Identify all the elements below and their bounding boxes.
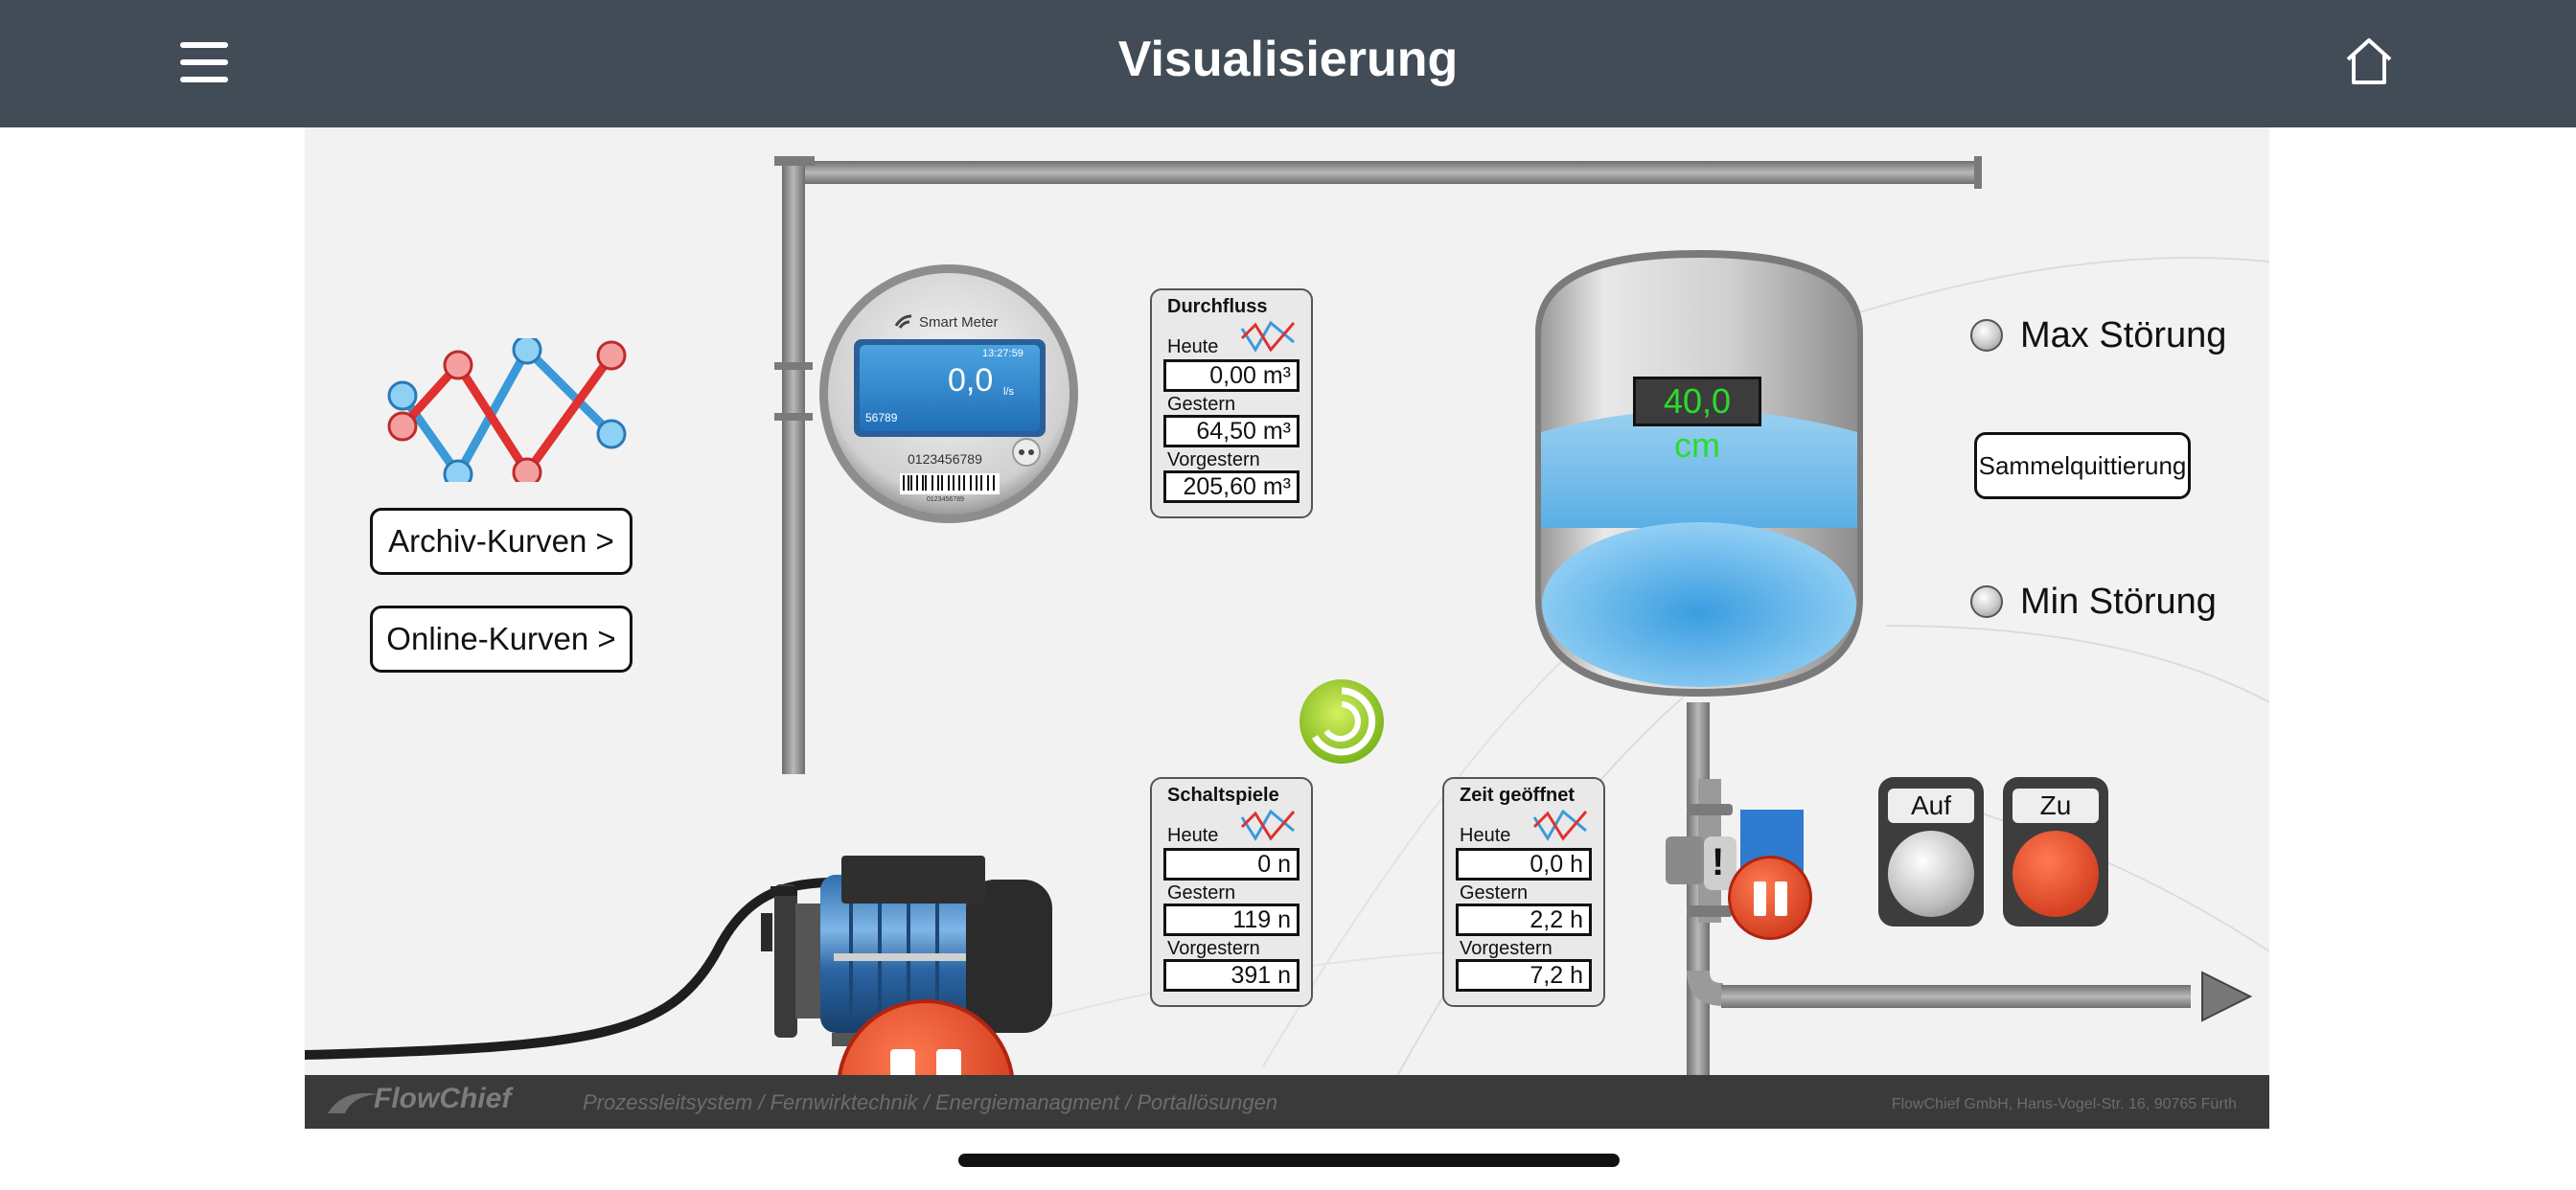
app-header: Visualisierung — [0, 0, 2576, 127]
today-label: Heute — [1460, 825, 1511, 846]
footer-brand: FlowChief — [374, 1083, 512, 1114]
archive-curves-button[interactable]: Archiv-Kurven > — [370, 508, 632, 575]
footer-tagline: Prozessleitsystem / Fernwirktechnik / En… — [583, 1090, 1278, 1114]
day-before-label: Vorgestern — [1460, 938, 1552, 959]
water-tank: 40,0 cm — [1533, 244, 1865, 710]
hamburger-menu-button[interactable] — [180, 40, 232, 84]
tank-level-display: 40,0 cm — [1633, 377, 1761, 465]
flow-panel[interactable]: Durchfluss Heute 0,00 m³ Gestern 64,50 m… — [1150, 288, 1313, 518]
switching-cycles-panel[interactable]: Schaltspiele Heute 0 n Gestern 119 n Vor… — [1150, 777, 1313, 1007]
open-time-panel-title: Zeit geöffnet — [1460, 785, 1575, 806]
valve[interactable]: ! — [1664, 760, 1817, 940]
open-time-today-value: 0,0 h — [1456, 848, 1592, 881]
trend-icon — [1240, 809, 1296, 841]
flow-day-before-value: 205,60 m³ — [1163, 470, 1300, 503]
today-label: Heute — [1167, 336, 1219, 357]
trend-icon — [1532, 809, 1588, 841]
yesterday-label: Gestern — [1167, 882, 1236, 904]
page-title: Visualisierung — [1117, 32, 1459, 87]
valve-close-button[interactable]: Zu — [2003, 777, 2108, 927]
switching-yesterday-value: 119 n — [1163, 904, 1300, 936]
process-visualization: Archiv-Kurven > Online-Kurven > — [305, 127, 2269, 1129]
open-time-panel[interactable]: Zeit geöffnet Heute 0,0 h Gestern 2,2 h … — [1442, 777, 1605, 1007]
pump-running-indicator — [1300, 679, 1384, 764]
meter-barcode-text: 0123456789 — [927, 496, 964, 503]
today-label: Heute — [1167, 825, 1219, 846]
collective-acknowledge-button[interactable]: Sammelquittierung — [1974, 432, 2191, 499]
open-label: Auf — [1888, 789, 1974, 823]
home-icon[interactable] — [2342, 34, 2396, 88]
min-fault-indicator — [1970, 585, 2003, 618]
svg-text:!: ! — [1712, 841, 1724, 883]
open-time-yesterday-value: 2,2 h — [1456, 904, 1592, 936]
trend-icon — [1240, 320, 1296, 353]
meter-serial: 0123456789 — [908, 451, 982, 467]
pipe-network — [305, 156, 2253, 1114]
switching-panel-title: Schaltspiele — [1167, 785, 1279, 806]
close-label: Zu — [2012, 789, 2099, 823]
flow-yesterday-value: 64,50 m³ — [1163, 415, 1300, 447]
max-fault-indicator — [1970, 319, 2003, 352]
flow-direction-arrow — [2201, 971, 2253, 1022]
open-time-day-before-value: 7,2 h — [1456, 959, 1592, 992]
meter-brand: Smart Meter — [919, 314, 999, 331]
yesterday-label: Gestern — [1460, 882, 1529, 904]
flow-panel-title: Durchfluss — [1167, 296, 1268, 317]
smart-meter[interactable]: Smart Meter 13:27:59 0,0 l/s 56789 01234… — [817, 263, 1080, 525]
footer: FlowChief Prozessleitsystem / Fernwirkte… — [305, 1075, 2269, 1129]
meter-unit: l/s — [1003, 386, 1014, 398]
flowchief-logo-icon — [328, 1092, 378, 1113]
flow-today-value: 0,00 m³ — [1163, 359, 1300, 392]
trend-curves-icon[interactable] — [381, 338, 631, 482]
pump[interactable] — [746, 679, 1384, 1129]
day-before-label: Vorgestern — [1167, 449, 1260, 470]
home-indicator-bar[interactable] — [958, 1154, 1620, 1167]
max-fault-label: Max Störung — [2020, 315, 2227, 355]
day-before-label: Vorgestern — [1167, 938, 1260, 959]
switching-day-before-value: 391 n — [1163, 959, 1300, 992]
meter-counter: 56789 — [865, 411, 898, 424]
valve-open-button[interactable]: Auf — [1878, 777, 1984, 927]
footer-address: FlowChief GmbH, Hans-Vogel-Str. 16, 9076… — [1891, 1096, 2237, 1112]
switching-today-value: 0 n — [1163, 848, 1300, 881]
min-fault-label: Min Störung — [2020, 582, 2217, 622]
valve-pause-button[interactable] — [1728, 856, 1812, 940]
online-curves-button[interactable]: Online-Kurven > — [370, 606, 632, 673]
yesterday-label: Gestern — [1167, 394, 1236, 415]
meter-value: 0,0 — [948, 362, 994, 399]
meter-time: 13:27:59 — [982, 348, 1024, 359]
